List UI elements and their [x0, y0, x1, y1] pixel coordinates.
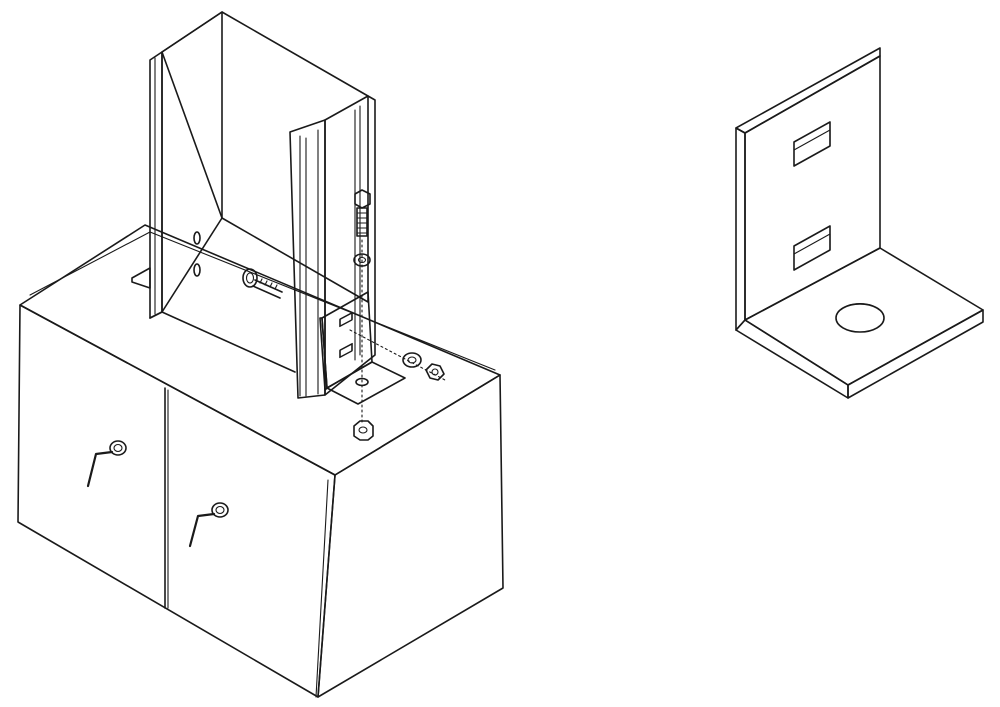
steel-column: [131, 11, 376, 399]
hex-bolt: [354, 189, 371, 237]
column-right-flange: [289, 119, 326, 399]
pier-top-edge: [29, 231, 496, 371]
detail-horizontal-flange-right: [847, 309, 984, 399]
detail-vertical-flange-side: [735, 127, 746, 331]
hex-nut-bottom: [353, 420, 374, 441]
detail-round-hole: [835, 303, 885, 333]
anchor-hook-2: [188, 502, 229, 548]
column-left-flange: [149, 51, 163, 319]
detail-slot-lower: [793, 225, 831, 271]
column-web: [161, 11, 223, 313]
column-back-plate: [161, 11, 369, 303]
column-floor: [149, 311, 296, 373]
bolt-axis-horizontal: [349, 329, 446, 381]
web-hole-1: [193, 231, 201, 245]
detail-slot-upper: [793, 121, 831, 167]
pier-corner-edge: [315, 479, 329, 698]
washer-lower: [402, 352, 422, 368]
hex-nut-right: [425, 363, 445, 381]
anchor-hook-1: [86, 440, 127, 488]
pier-right-face: [317, 374, 504, 698]
column-base-plate: [131, 267, 151, 289]
detail-vertical-flange: [744, 55, 881, 321]
detail-vertical-flange-edge: [735, 47, 881, 134]
pier-block: [17, 224, 504, 698]
web-hole-2: [193, 263, 201, 277]
web-bolt: [242, 268, 283, 299]
pier-left-face: [17, 304, 336, 698]
angle-bracket-detail: [735, 47, 984, 399]
detail-horizontal-flange-front: [735, 319, 849, 399]
detail-horizontal-flange: [744, 247, 984, 386]
assembly-angle-bracket: [319, 291, 406, 405]
